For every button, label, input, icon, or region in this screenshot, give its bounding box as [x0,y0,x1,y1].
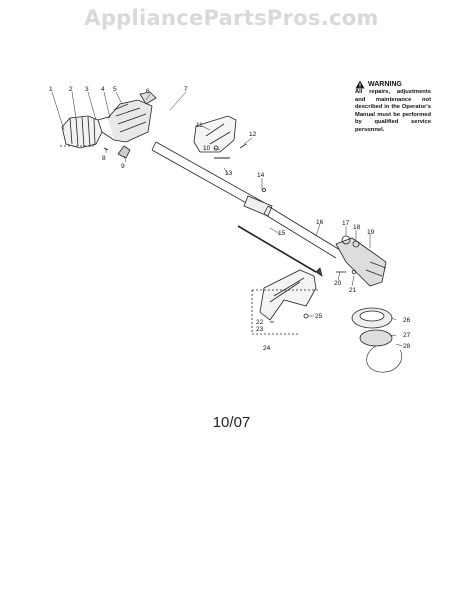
callout-label: 13 [225,170,233,177]
lower-shaft [263,205,341,259]
warning-box: WARNING All repairs, adjustments and mai… [355,80,431,134]
callout-label: 24 [263,345,271,352]
callout-label: 12 [249,131,257,138]
spool-assembly [351,307,402,373]
callout-label: 14 [257,172,265,179]
drive-cable [237,225,323,277]
callout-label: 28 [403,343,411,350]
callout-label: 11 [196,122,203,129]
callout-label: 20 [334,280,342,287]
callout-label: 4 [101,86,105,93]
callout-label: 23 [256,326,264,333]
callout-numbers: 1 2 3 4 5 6 7 8 9 10 11 12 13 14 15 16 1… [49,86,411,352]
callout-label: 21 [349,287,357,294]
callout-label: 10 [203,145,211,152]
warning-title: WARNING [368,80,402,88]
shroud-part [193,115,247,159]
date-code: 10/07 [212,414,251,431]
gear-head [335,235,387,287]
callout-label: 8 [102,155,106,162]
callout-label: 16 [316,219,324,226]
callout-label: 7 [184,86,188,93]
warning-triangle-icon [355,80,365,89]
upper-shaft [151,141,273,217]
callout-label: 19 [367,229,375,236]
callout-label: 2 [69,86,73,93]
callout-label: 22 [256,319,264,326]
watermark-logo: AppliancePartsPros.com [84,6,379,30]
callout-label: 18 [353,224,361,231]
callout-label: 1 [49,86,53,93]
callout-label: 17 [342,220,350,227]
callout-label: 15 [278,230,286,237]
callout-label: 6 [146,88,150,95]
engine-assembly [60,91,157,159]
callout-label: 26 [403,317,411,324]
warning-text: All repairs, adjustments and maintenance… [355,89,431,133]
callout-label: 3 [85,86,89,93]
callout-label: 5 [113,86,117,93]
guard-assembly [251,269,320,335]
callout-label: 9 [121,163,125,170]
callout-label: 27 [403,332,411,339]
leader-lines [51,91,403,347]
callout-label: 25 [315,313,323,320]
warning-heading: WARNING [355,80,431,89]
